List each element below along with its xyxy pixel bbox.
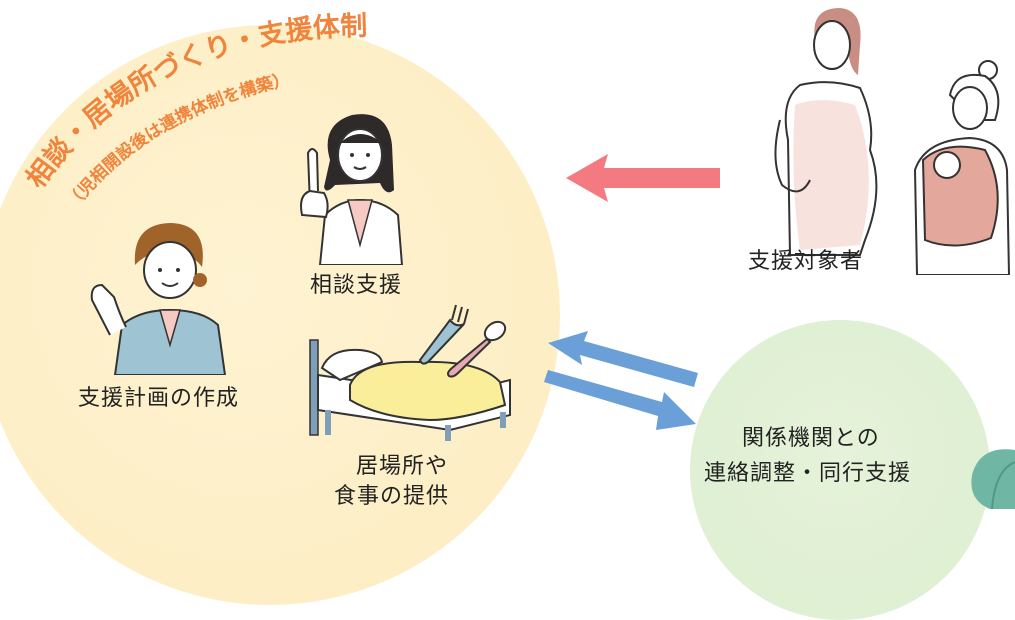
mother-with-baby-icon	[913, 60, 1011, 275]
pregnant-woman-icon	[774, 8, 878, 256]
role-place-label-line1: 居場所や	[356, 454, 449, 479]
spoon-icon	[447, 320, 507, 378]
arrow-to-hub	[566, 154, 720, 202]
role-consultation-label: 相談支援	[310, 273, 403, 298]
hub-subtitle-text: （児相開設後は連携体制を構築）	[62, 69, 291, 213]
role-planning-label: 支援計画の作成	[78, 386, 240, 411]
partners-label-line2: 連絡調整・同行支援	[704, 461, 912, 486]
arrow-partners-to-hub	[548, 331, 698, 387]
woman-presenting-icon	[90, 223, 227, 375]
role-place-label-line2: 食事の提供	[334, 484, 450, 509]
leaf-icon	[971, 449, 1015, 509]
hub-title: 相談・居場所づくり・支援体制 （児相開設後は連携体制を構築）	[21, 11, 368, 213]
arrow-hub-to-partners	[544, 370, 696, 430]
fork-icon	[418, 304, 469, 365]
target-label: 支援対象者	[748, 249, 864, 274]
bed-icon	[309, 339, 511, 441]
partners-label-line1: 関係機関との	[742, 426, 880, 451]
doctor-pointing-icon	[300, 114, 404, 265]
svg-text:（児相開設後は連携体制を構築）: （児相開設後は連携体制を構築）	[62, 69, 291, 213]
